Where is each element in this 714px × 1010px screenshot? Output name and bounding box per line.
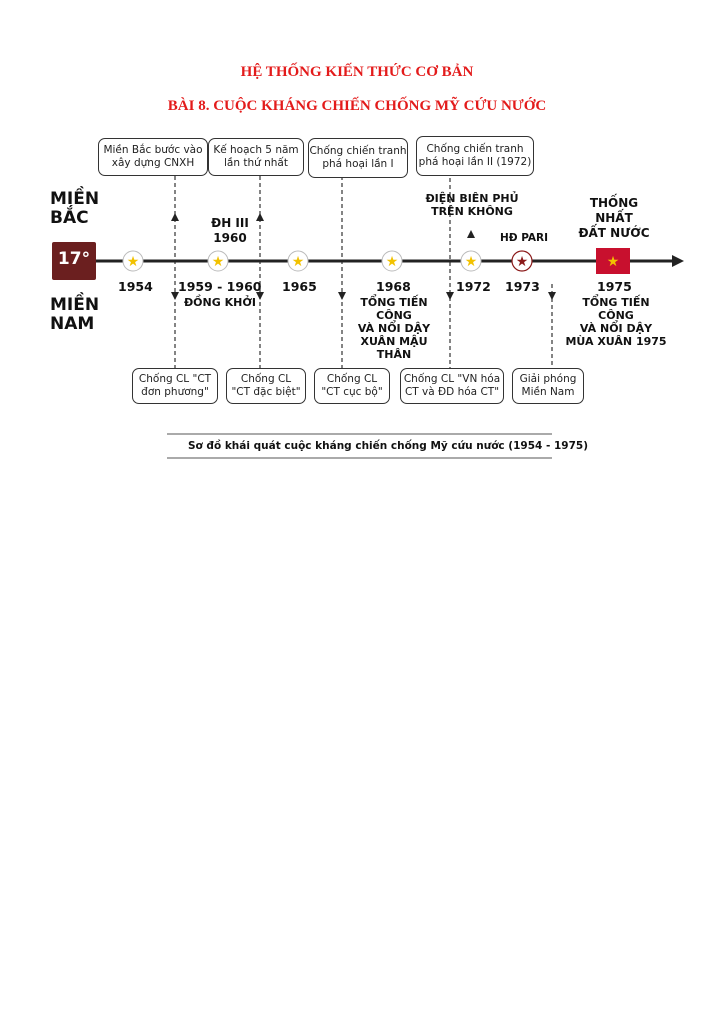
event-hd-pari: HĐ PARI	[499, 232, 549, 244]
south-label: MIỀN NAM	[50, 295, 100, 334]
top-box-3: Chống chiến tranh phá hoại lần I	[308, 138, 408, 178]
timeline-svg: ★ ★ ★ ★ ★ ★ ★	[52, 176, 684, 459]
arrow-down	[548, 292, 556, 300]
star-1960-marker	[207, 250, 229, 272]
star-icon: ★	[212, 254, 225, 270]
star-1968-marker	[381, 250, 403, 272]
header-title: HỆ THỐNG KIẾN THỨC CƠ BẢN	[240, 64, 474, 80]
bottom-box-4: Chống CL "VN hóa CT và ĐD hóa CT"	[400, 368, 504, 404]
year-1965: 1965	[282, 279, 317, 294]
star-1972-marker	[460, 250, 482, 272]
star-icon: ★	[607, 254, 620, 270]
star-icon: ★	[386, 254, 399, 270]
year-1972: 1972	[456, 279, 491, 294]
parallel-17-label: 17°	[57, 249, 91, 269]
top-box-2: Kế hoạch 5 năm lần thứ nhất	[208, 138, 304, 176]
star-icon: ★	[127, 254, 140, 270]
lesson-title: BÀI 8. CUỘC KHÁNG CHIẾN CHỐNG MỸ CỨU NƯỚ…	[167, 98, 547, 114]
north-label: MIỀN BẮC	[50, 189, 100, 228]
star-1965-marker	[287, 250, 309, 272]
year-1959-1960: 1959 - 1960	[178, 279, 262, 294]
bottom-box-5: Giải phóng Miền Nam	[512, 368, 584, 404]
timeline-stars: ★ ★ ★ ★ ★ ★ ★	[122, 248, 630, 274]
timeline-diagram: ★ ★ ★ ★ ★ ★ ★ 17° MIỀN BẮC MIỀN NAM Miền…	[42, 124, 694, 472]
event-dbp: ĐIỆN BIÊN PHỦ TRÊN KHÔNG	[425, 192, 519, 218]
event-thong-nhat: THỐNG NHẤT ĐẤT NƯỚC	[578, 196, 650, 240]
event-xuan-1975: TỔNG TIẾN CÔNG VÀ NỔI DẬY MÙA XUÂN 1975	[565, 296, 667, 348]
star-icon: ★	[465, 254, 478, 270]
star-icon: ★	[292, 254, 305, 270]
arrow-down	[446, 292, 454, 300]
arrow-up	[256, 213, 264, 221]
year-1954: 1954	[118, 279, 153, 294]
event-mau-than: TỔNG TIẾN CÔNG VÀ NỔI DẬY XUÂN MẬU THÂN	[357, 296, 431, 361]
year-1968: 1968	[376, 279, 411, 294]
arrow-down	[171, 292, 179, 300]
bottom-box-3: Chống CL "CT cục bộ"	[314, 368, 390, 404]
star-icon: ★	[516, 254, 529, 270]
arrow-down	[256, 292, 264, 300]
parallel-17-box	[52, 242, 96, 280]
top-box-1: Miền Bắc bước vào xây dựng CNXH	[98, 138, 208, 176]
top-box-4: Chống chiến tranh phá hoại lần II (1972)	[416, 136, 534, 176]
bottom-box-2: Chống CL "CT đặc biệt"	[226, 368, 306, 404]
star-1954-marker	[122, 250, 144, 272]
arrow-down	[338, 292, 346, 300]
star-1973-marker	[511, 250, 533, 272]
arrow-up	[171, 213, 179, 221]
event-dong-khoi: ĐỒNG KHỞI	[183, 296, 257, 309]
timeline-arrowhead	[672, 255, 684, 267]
year-1973: 1973	[505, 279, 540, 294]
year-1975: 1975	[597, 279, 632, 294]
event-dh3: ĐH III 1960	[211, 216, 249, 245]
bottom-box-1: Chống CL "CT đơn phương"	[132, 368, 218, 404]
arrow-up	[467, 230, 475, 238]
final-1975-box	[596, 248, 630, 274]
diagram-caption: Sơ đồ khái quát cuộc kháng chiến chống M…	[188, 440, 588, 452]
